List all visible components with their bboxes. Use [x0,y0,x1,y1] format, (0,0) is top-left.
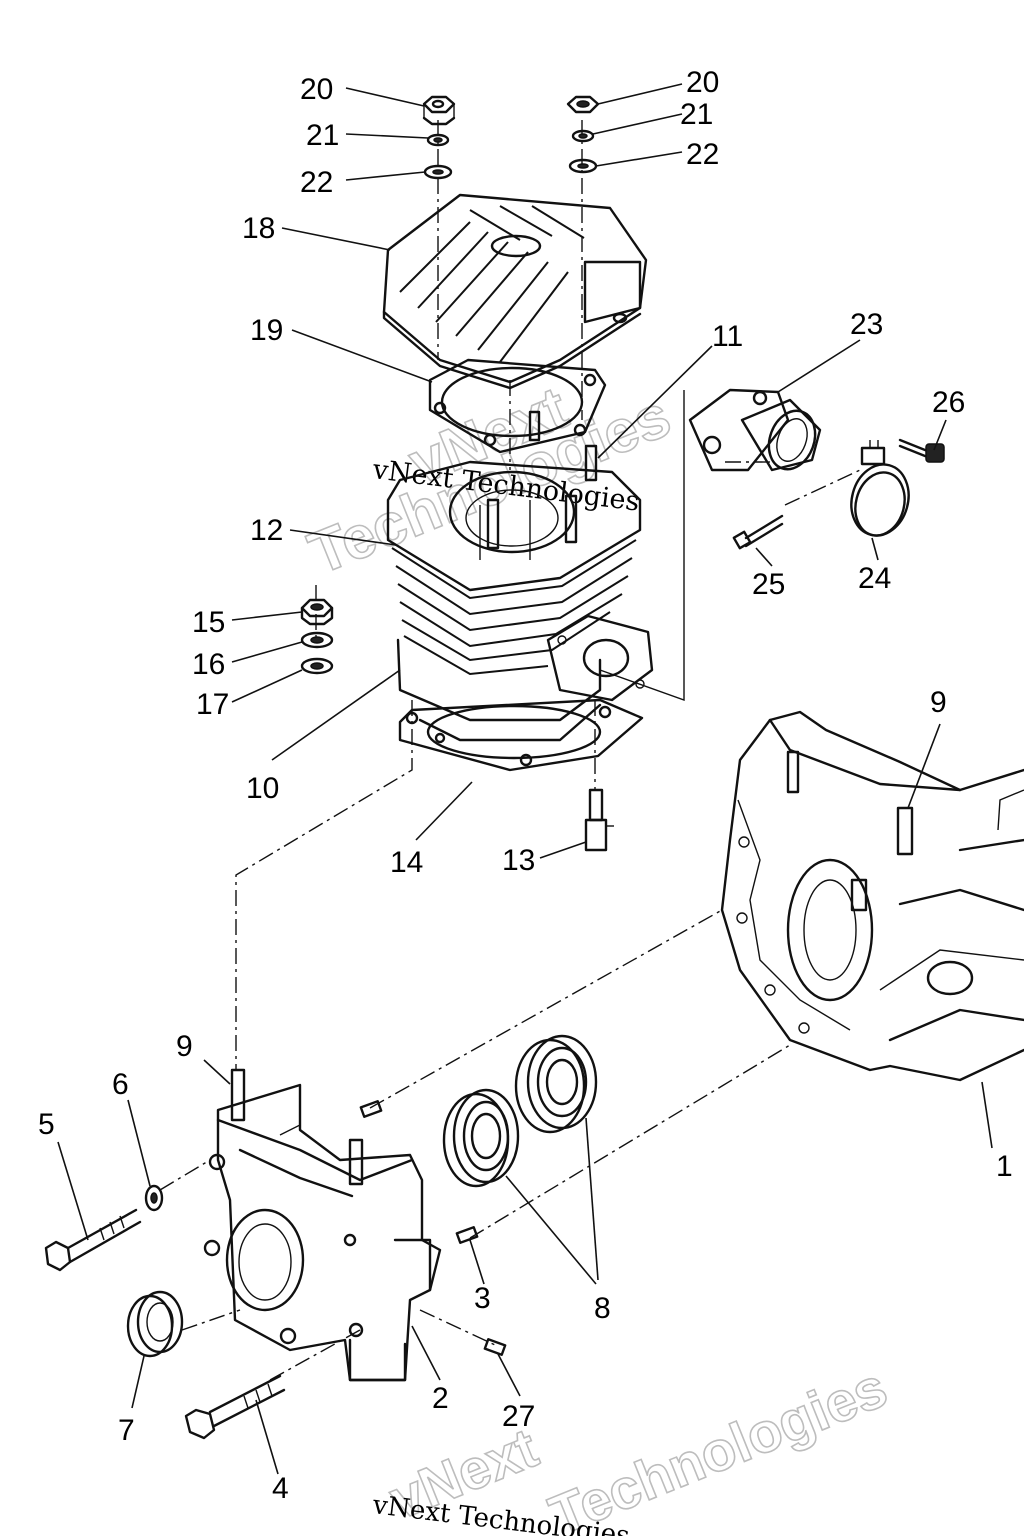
oil-seal [126,1290,184,1358]
callout-7: 7 [118,1414,135,1447]
callout-4: 4 [272,1472,289,1505]
intake-manifold [688,388,822,472]
callout-22-left: 22 [300,166,333,199]
watermark-upper: vNext Technologies vNext Technologies [299,373,680,588]
callout-27: 27 [502,1400,535,1433]
callout-12: 12 [250,514,283,547]
watermark-lower: vNext Technologies vNext Technologies [370,1354,896,1536]
bearing-left [442,1088,520,1188]
callout-10: 10 [246,772,279,805]
base-gasket [398,698,644,772]
head-gasket [428,358,607,454]
washer-6 [144,1184,164,1212]
nut-washer-stack [300,598,334,675]
crankcase-right [720,710,1024,1082]
callout-22-right: 22 [686,138,719,171]
callout-15: 15 [192,606,225,639]
bolt-4 [184,1374,286,1440]
watermark-tag-outline-lower: Technologies [541,1355,895,1536]
callout-21-left: 21 [306,119,339,152]
callout-8: 8 [594,1292,611,1325]
crankcase-left [203,1068,442,1382]
assembly-lines [159,120,861,1381]
callout-19: 19 [250,314,283,347]
callout-25: 25 [752,568,785,601]
callout-9-upper: 9 [930,686,947,719]
callout-3: 3 [474,1282,491,1315]
callout-2: 2 [432,1382,449,1415]
cylinder-head [382,193,648,390]
callout-20-right: 20 [686,66,719,99]
callout-14: 14 [390,846,423,879]
callout-11: 11 [712,320,743,353]
cylinder [386,410,654,742]
callout-16: 16 [192,648,225,681]
stud-13 [584,788,614,852]
callout-5: 5 [38,1108,55,1141]
callout-26: 26 [932,386,965,419]
callout-24: 24 [858,562,891,595]
callout-23: 23 [850,308,883,341]
hose-clamp [850,440,910,537]
callout-1: 1 [996,1150,1013,1183]
leader-lines [57,83,993,1475]
callout-numbers: 20 21 22 20 21 22 18 19 11 23 26 12 25 2… [38,66,1013,1505]
dowel-pins [359,1100,507,1356]
callout-9-lower: 9 [176,1030,193,1063]
screw-26 [898,438,945,463]
cylinder-head-nuts-left [422,95,456,180]
callout-13: 13 [502,844,535,877]
bearing-right [514,1034,598,1134]
callout-17: 17 [196,688,229,721]
callout-6: 6 [112,1068,129,1101]
bolt-5 [44,1208,142,1272]
callout-20-left: 20 [300,73,333,106]
screw-25 [732,514,784,550]
callout-18: 18 [242,212,275,245]
callout-21-right: 21 [680,98,713,131]
